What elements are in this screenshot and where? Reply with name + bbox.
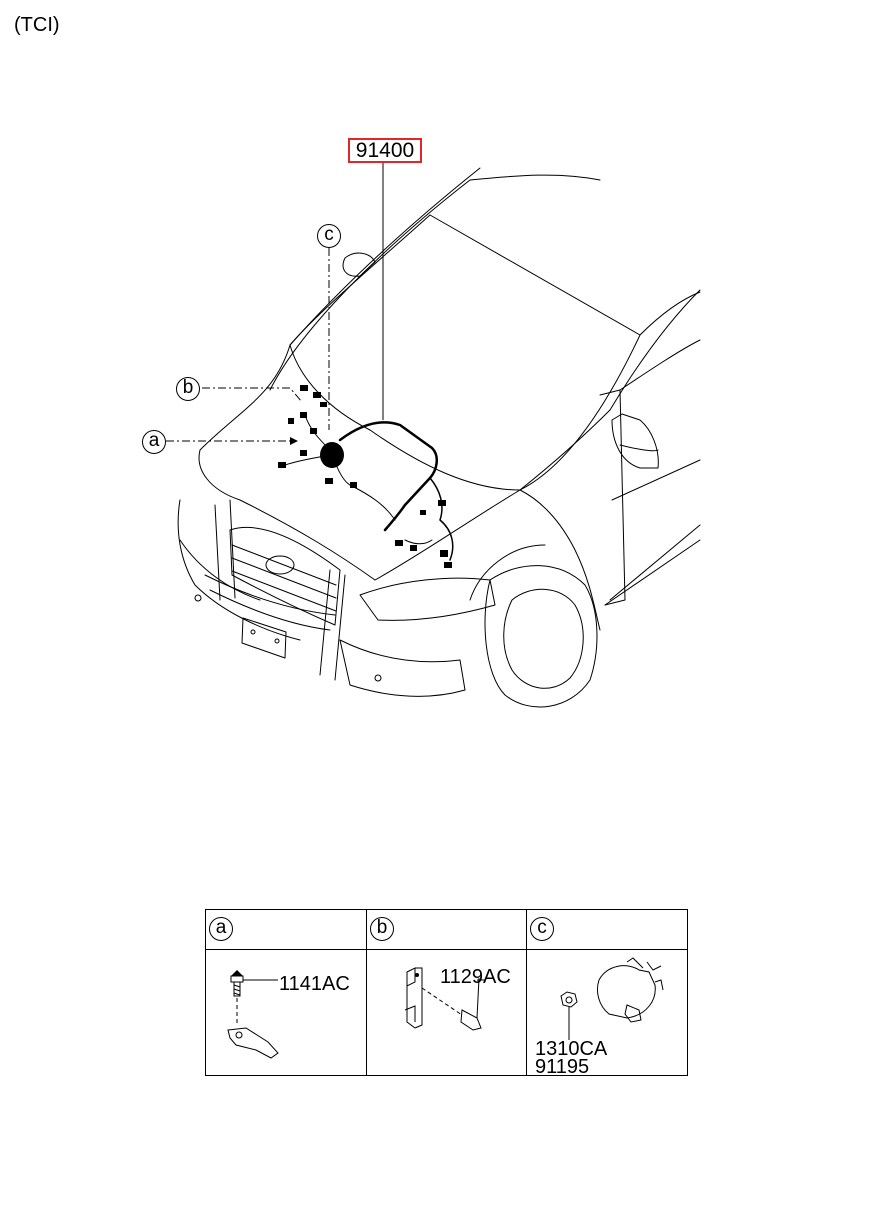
main-part-number: 91400 (348, 138, 422, 163)
callout-a: a (142, 430, 166, 454)
detail-cell-b: b 1129AC (367, 910, 527, 1075)
grille (229, 526, 341, 626)
variant-label: (TCI) (14, 14, 60, 36)
detail-table: a 1141AC b (205, 909, 688, 1078)
front-wheel (484, 565, 598, 708)
leader-lines (166, 163, 384, 442)
right-mirror (611, 413, 659, 469)
badge-emblem (265, 555, 295, 575)
bracket-illustration (404, 967, 485, 1031)
detail-cell-c: c 1310CA 91195 (527, 910, 687, 1078)
bolt-illustration (227, 970, 279, 1059)
part-number-1310CA: 1310CA (535, 1038, 608, 1060)
license-plate (241, 617, 287, 659)
left-mirror (342, 252, 376, 277)
windshield-outline (429, 214, 641, 491)
hood-front-edge (198, 449, 376, 581)
callout-b: b (176, 377, 200, 401)
grille-guard (214, 499, 236, 601)
detail-callout-b: b (370, 917, 394, 941)
nut-and-grommet-illustration (560, 957, 664, 1040)
detail-callout-a: a (209, 917, 233, 941)
harness-connectors (278, 385, 452, 568)
part-number-1129AC: 1129AC (440, 966, 511, 988)
hex-nut (560, 991, 578, 1008)
part-number-91195: 91195 (535, 1056, 590, 1078)
detail-callout-c: c (530, 917, 554, 941)
detail-cell-a: a 1141AC (206, 910, 367, 1075)
part-number-1141AC: 1141AC (279, 973, 350, 995)
grommet (596, 965, 656, 1019)
callout-c: c (317, 224, 341, 248)
front-bumper (339, 639, 466, 697)
right-headlight (359, 577, 496, 621)
